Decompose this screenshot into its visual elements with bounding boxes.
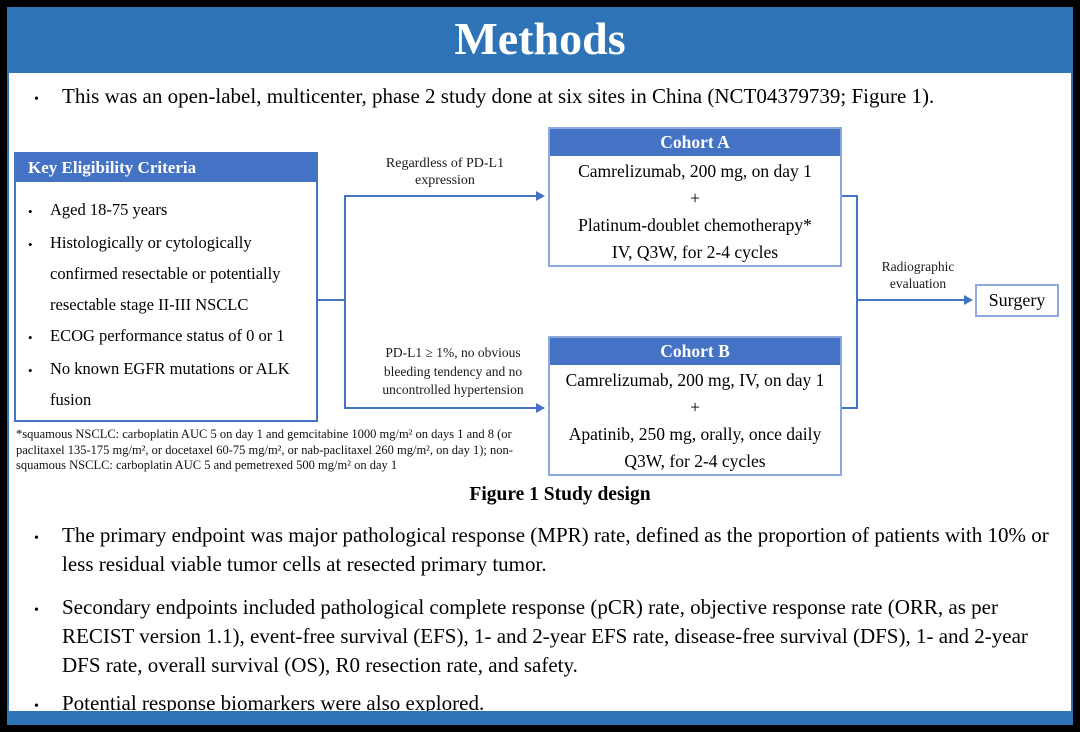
surgery-box: Surgery [975, 284, 1059, 317]
intro-bullet-text: This was an open-label, multicenter, pha… [62, 84, 935, 108]
cohort-b-box: Cohort B Camrelizumab, 200 mg, IV, on da… [548, 336, 842, 476]
bullet-marker: • [34, 531, 39, 546]
arrowhead-surgery [964, 295, 973, 305]
eligibility-box: Key Eligibility Criteria • Aged 18-75 ye… [14, 152, 318, 422]
connector-cohort-b-right [842, 407, 858, 409]
chemo-footnote: *squamous NSCLC: carboplatin AUC 5 on da… [16, 427, 513, 472]
connector-arrow-cohort-b [346, 407, 538, 409]
secondary-endpoints-text: Secondary endpoints included pathologica… [62, 595, 1028, 677]
connector-arrow-cohort-a [346, 195, 538, 197]
page-title: Methods [454, 13, 626, 64]
connector-merge-vertical [856, 195, 858, 409]
secondary-endpoints-bullet: • Secondary endpoints included pathologi… [34, 593, 1050, 680]
cohort-a-header: Cohort A [550, 129, 840, 156]
connector-cohort-a-right [842, 195, 858, 197]
bullet-marker: • [34, 603, 39, 618]
radiographic-label: Radiographic evaluation [881, 259, 955, 291]
figure-caption: Figure 1 Study design [469, 484, 651, 505]
bullet-marker: • [28, 237, 33, 252]
eligibility-item: • ECOG performance status of 0 or 1 [24, 320, 314, 353]
cohort-b-line: Q3W, for 2-4 cycles [624, 451, 766, 471]
arrowhead-cohort-b [536, 403, 545, 413]
arrowhead-cohort-a [536, 191, 545, 201]
eligibility-item: • Histologically or cytologically confir… [24, 227, 314, 320]
cohort-b-line: Camrelizumab, 200 mg, IV, on day 1 [565, 370, 825, 390]
cohort-b-header: Cohort B [550, 338, 840, 365]
cohort-a-body: Camrelizumab, 200 mg, on day 1 + Platinu… [550, 156, 840, 266]
cohort-b-body: Camrelizumab, 200 mg, IV, on day 1 + Apa… [550, 365, 840, 475]
bullet-marker: • [34, 699, 39, 714]
connector-branch-vertical [344, 195, 346, 409]
connector-eligibility-exit [318, 299, 346, 301]
bullet-marker: • [34, 92, 39, 107]
bullet-marker: • [28, 330, 33, 345]
cohort-a-box: Cohort A Camrelizumab, 200 mg, on day 1 … [548, 127, 842, 267]
bottom-accent-bar [7, 711, 1073, 725]
intro-bullet: • This was an open-label, multicenter, p… [34, 82, 1050, 114]
branch-label-bottom: PD-L1 ≥ 1%, no obvious bleeding tendency… [382, 345, 524, 397]
eligibility-item: • Aged 18-75 years [24, 194, 314, 227]
cohort-a-line: + [690, 188, 700, 208]
eligibility-item-text: No known EGFR mutations or ALK fusion [50, 359, 290, 409]
connector-arrow-surgery [858, 299, 966, 301]
eligibility-item-text: Aged 18-75 years [50, 200, 168, 219]
cohort-a-line: Platinum-doublet chemotherapy* [578, 215, 812, 235]
eligibility-item: • No known EGFR mutations or ALK fusion [24, 353, 314, 415]
bullet-marker: • [28, 204, 33, 219]
eligibility-list: • Aged 18-75 years • Histologically or c… [16, 182, 316, 415]
title-banner: Methods [7, 7, 1073, 73]
cohort-a-line: Camrelizumab, 200 mg, on day 1 [578, 161, 812, 181]
eligibility-item-text: ECOG performance status of 0 or 1 [50, 326, 285, 345]
primary-endpoint-bullet: • The primary endpoint was major patholo… [34, 521, 1050, 579]
cohort-a-line: IV, Q3W, for 2-4 cycles [611, 242, 779, 262]
cohort-b-line: Apatinib, 250 mg, orally, once daily [568, 424, 822, 444]
eligibility-item-text: Histologically or cytologically confirme… [50, 233, 281, 314]
cohort-b-line: + [690, 397, 700, 417]
primary-endpoint-text: The primary endpoint was major pathologi… [62, 523, 1049, 576]
branch-label-top: Regardless of PD-L1 expression [385, 156, 505, 188]
bullet-marker: • [28, 363, 33, 378]
eligibility-header: Key Eligibility Criteria [16, 154, 316, 182]
